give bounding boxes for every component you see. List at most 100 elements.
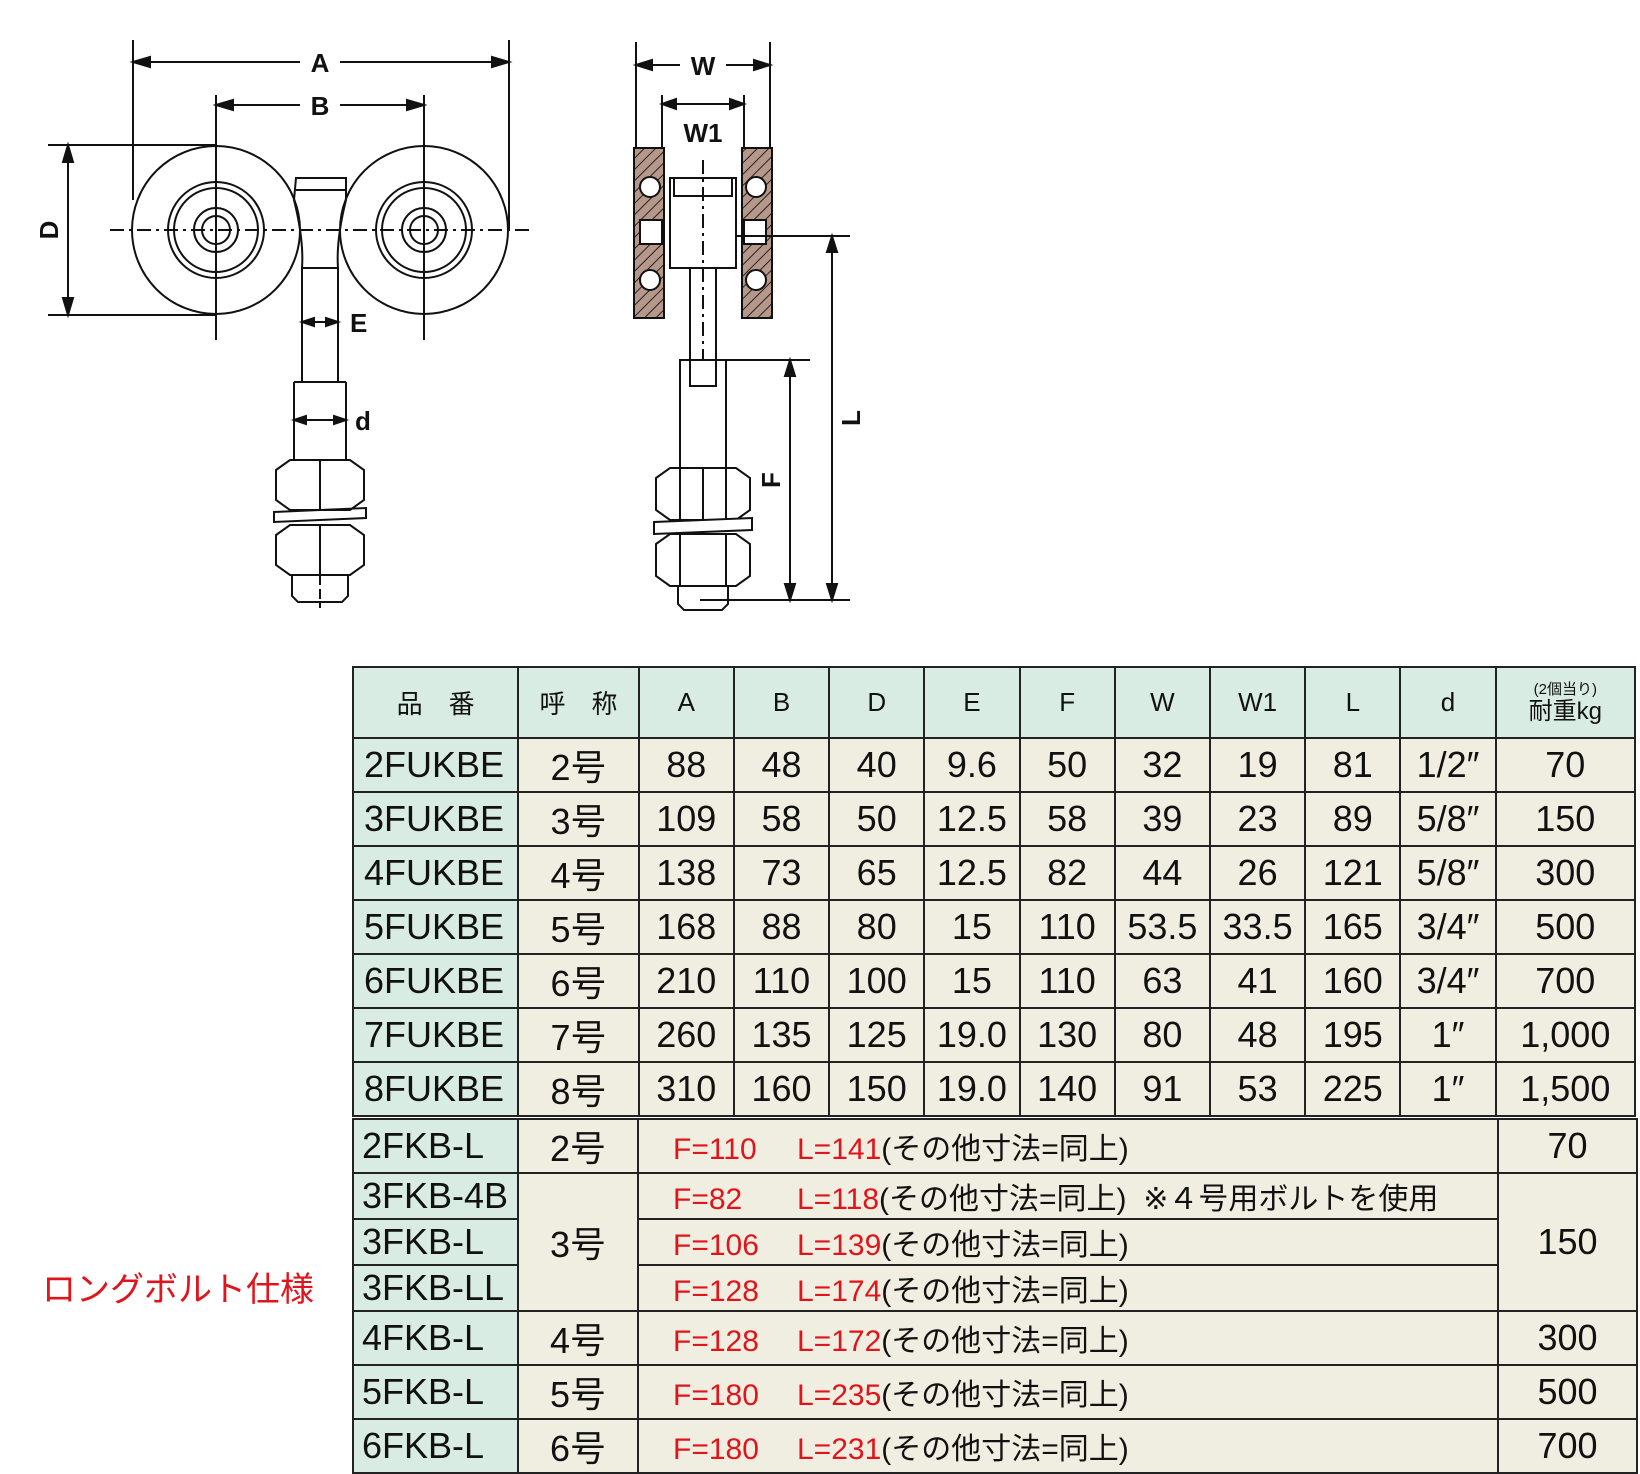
cell-B: 58 [732, 791, 831, 847]
cell-code: 3FKB-L [352, 1218, 519, 1266]
cell-L: 195 [1304, 1007, 1402, 1063]
l-value: L=174 [797, 1275, 882, 1308]
cell-size: 7号 [517, 1007, 640, 1063]
rest-note: (その他寸法=同上) [879, 1183, 1127, 1216]
table-row: 3FUKBE 3号 109 58 50 12.5 58 39 23 89 5/8… [351, 791, 1637, 847]
header-B: B [732, 666, 831, 739]
cell-B: 88 [732, 899, 831, 955]
cell-E: 19.0 [923, 1061, 1021, 1117]
cell-size: 2号 [517, 1118, 639, 1174]
header-load-note: (2個当り) [1533, 680, 1597, 698]
f-value: F=82 [673, 1183, 743, 1216]
rest-note: (その他寸法=同上) [881, 1229, 1129, 1262]
cell-size: 2号 [517, 737, 640, 793]
cell-D: 100 [828, 953, 926, 1009]
cell-B: 48 [732, 737, 831, 793]
header-d: d [1399, 666, 1497, 739]
cell-d: 5/8″ [1399, 845, 1497, 901]
f-value: F=128 [673, 1275, 759, 1308]
cell-A: 260 [637, 1007, 735, 1063]
table-row: 8FUKBE 8号 310 160 150 19.0 140 91 53 225… [351, 1061, 1637, 1117]
cell-load: 500 [1494, 899, 1637, 955]
cell-L: 225 [1304, 1061, 1402, 1117]
cell-W: 53.5 [1113, 899, 1211, 955]
cell-D: 80 [828, 899, 926, 955]
cell-L: 121 [1304, 845, 1402, 901]
cell-size: 5号 [517, 1364, 639, 1420]
dim-label-D: D [34, 221, 64, 240]
cell-A: 210 [637, 953, 735, 1009]
dim-label-L: L [836, 410, 866, 426]
cell-size: 6号 [517, 953, 640, 1009]
cell-E: 19.0 [923, 1007, 1021, 1063]
cell-d: 1/2″ [1399, 737, 1497, 793]
header-load: (2個当り) 耐重kg [1494, 666, 1637, 739]
cell-B: 110 [732, 953, 831, 1009]
cell-F: 110 [1018, 953, 1116, 1009]
cell-code: 3FKB-LL [352, 1264, 519, 1312]
table-row: 4FUKBE 4号 138 73 65 12.5 82 44 26 121 5/… [351, 845, 1637, 901]
cell-code: 2FKB-L [352, 1118, 519, 1174]
cell-load: 70 [1497, 1118, 1638, 1174]
cell-F: 82 [1018, 845, 1116, 901]
cell-code: 6FUKBE [351, 953, 520, 1009]
cell-D: 125 [828, 1007, 926, 1063]
rest-note: (その他寸法=同上) [881, 1133, 1129, 1166]
cell-d: 1″ [1399, 1061, 1497, 1117]
cell-B: 73 [732, 845, 831, 901]
cell-W1: 19 [1208, 737, 1307, 793]
cell-d: 1″ [1399, 1007, 1497, 1063]
header-code: 品 番 [351, 666, 520, 739]
cell-code: 8FUKBE [351, 1061, 520, 1117]
cell-size: 6号 [517, 1418, 639, 1474]
cell-load: 1,500 [1494, 1061, 1637, 1117]
cell-A: 138 [637, 845, 735, 901]
cell-load: 300 [1497, 1310, 1638, 1366]
cell-D: 65 [828, 845, 926, 901]
cell-A: 310 [637, 1061, 735, 1117]
cell-size: 4号 [517, 1310, 639, 1366]
spec-header-row: 品 番 呼 称 A B D E F W W1 L d (2個当り) 耐重kg [351, 666, 1637, 739]
header-F: F [1018, 666, 1116, 739]
dim-label-A: A [311, 48, 330, 78]
cell-load: 150 [1497, 1172, 1638, 1312]
cell-load: 150 [1494, 791, 1637, 847]
cell-size: 3号 [517, 791, 640, 847]
cell-code: 6FKB-L [352, 1418, 519, 1474]
cell-W1: 48 [1208, 1007, 1307, 1063]
rest-note: (その他寸法=同上) [881, 1379, 1129, 1412]
cell-load: 70 [1494, 737, 1637, 793]
dim-label-d: d [355, 406, 371, 436]
l-value: L=231 [797, 1433, 882, 1466]
cell-d: 5/8″ [1399, 791, 1497, 847]
cell-load: 700 [1497, 1418, 1638, 1474]
rest-note: (その他寸法=同上) [881, 1433, 1129, 1466]
cell-load: 1,000 [1494, 1007, 1637, 1063]
cell-L: 160 [1304, 953, 1402, 1009]
cell-L: 165 [1304, 899, 1402, 955]
l-value: L=139 [797, 1229, 882, 1262]
f-value: F=180 [673, 1379, 759, 1412]
header-L: L [1304, 666, 1402, 739]
cell-E: 12.5 [923, 791, 1021, 847]
dim-label-B: B [311, 91, 330, 121]
table-row: 5FUKBE 5号 168 88 80 15 110 53.5 33.5 165… [351, 899, 1637, 955]
dim-label-F: F [756, 472, 786, 488]
cell-load: 300 [1494, 845, 1637, 901]
cell-W: 44 [1113, 845, 1211, 901]
side-view-drawing: W W1 F L [632, 42, 866, 611]
cell-size: 4号 [517, 845, 640, 901]
header-W: W [1113, 666, 1211, 739]
cell-W: 32 [1113, 737, 1211, 793]
cell-code: 2FUKBE [351, 737, 520, 793]
cell-F: 58 [1018, 791, 1116, 847]
cell-W1: 23 [1208, 791, 1307, 847]
